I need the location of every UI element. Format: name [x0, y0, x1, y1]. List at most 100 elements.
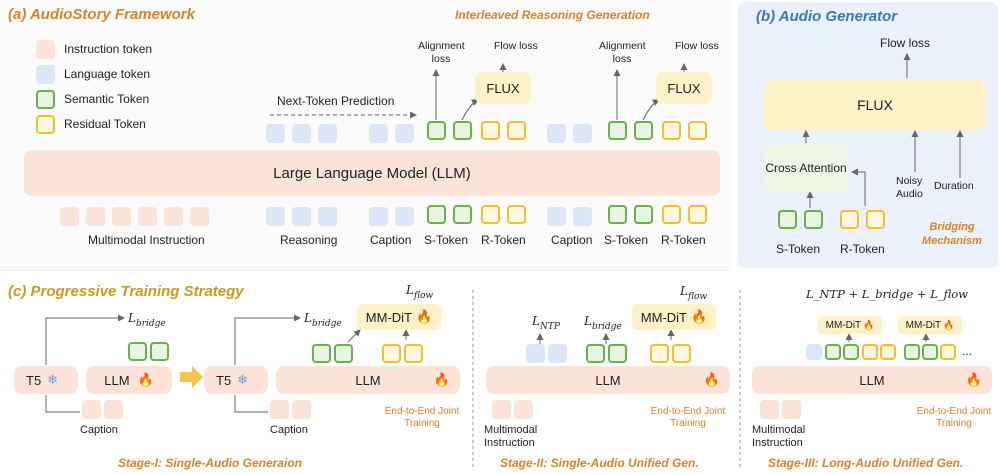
flow-loss-label: Flow loss — [494, 40, 538, 52]
lower-token — [112, 207, 131, 226]
r-token — [862, 344, 878, 360]
llm-label: LLM — [355, 372, 381, 388]
llm-label: LLM — [595, 372, 621, 388]
legend-swatch-semantic — [36, 90, 55, 109]
lower-token — [608, 205, 627, 224]
flame-icon: 🔥 — [863, 319, 875, 330]
lower-token — [507, 205, 526, 224]
mm-dit-box: MM-DiT 🔥 — [818, 316, 882, 334]
lower-token — [481, 205, 500, 224]
s-token — [312, 344, 331, 363]
mm-dit-label: MM-DiT — [905, 319, 942, 331]
lower-token — [573, 207, 592, 226]
mm-dit-box: MM-DiT 🔥 — [898, 316, 962, 334]
r-token — [382, 344, 401, 363]
r-token — [880, 344, 896, 360]
s-token — [608, 344, 627, 363]
input-token — [82, 400, 101, 419]
bridging-mechanism-label: Bridging Mechanism — [922, 221, 982, 247]
s-token — [904, 344, 920, 360]
mm-dit-label: MM-DiT — [365, 309, 413, 325]
caption-label: Caption — [370, 233, 412, 247]
lower-token — [453, 205, 472, 224]
flame-icon: 🔥 — [433, 372, 450, 387]
lower-token — [318, 207, 337, 226]
snowflake-icon: ❄ — [237, 372, 249, 387]
llm-box: LLM 🔥 — [752, 366, 992, 394]
stage-3-label: Stage-III: Long-Audio Unified Gen. — [768, 456, 964, 470]
mm-dit-label: MM-DiT — [640, 309, 688, 325]
l-flow-label: Lflow — [680, 284, 708, 303]
panel-a-title: (a) AudioStory Framework — [8, 6, 195, 23]
language-token — [806, 344, 822, 360]
legend-label-instruction: Instruction token — [64, 42, 153, 56]
upper-token — [427, 121, 446, 140]
input-token — [104, 400, 123, 419]
legend-swatch-residual — [36, 115, 55, 134]
flow-loss-label: Flow loss — [675, 40, 719, 52]
caption-label: Caption — [551, 233, 593, 247]
upper-token — [688, 121, 707, 140]
legend-label-semantic: Semantic Token — [64, 92, 150, 106]
s-token — [778, 210, 797, 229]
r-token — [650, 344, 669, 363]
cross-attention-box: Cross Attention — [764, 144, 848, 192]
language-token — [548, 344, 567, 363]
flame-icon: 🔥 — [703, 372, 720, 387]
lower-token — [86, 207, 105, 226]
legend-swatch-instruction — [36, 40, 55, 59]
s-token-label: S-Token — [604, 233, 649, 247]
llm-label: LLM — [859, 372, 885, 388]
s-token — [586, 344, 605, 363]
input-token — [292, 400, 311, 419]
duration-label: Duration — [934, 180, 974, 192]
panel-b-title: (b) Audio Generator — [756, 8, 898, 25]
lower-token — [190, 207, 209, 226]
snowflake-icon: ❄ — [47, 372, 59, 387]
flame-icon: 🔥 — [965, 372, 982, 387]
panel-c-title: (c) Progressive Training Strategy — [8, 283, 244, 300]
legend-label-residual: Residual Token — [64, 117, 146, 131]
end-to-end-note: End-to-End Joint Training — [650, 406, 726, 429]
upper-token — [662, 121, 681, 140]
lower-token — [688, 205, 707, 224]
mm-dit-box: MM-DiT 🔥 — [357, 304, 441, 330]
r-token — [866, 210, 885, 229]
upper-token — [395, 124, 414, 143]
upper-token — [318, 124, 337, 143]
alignment-loss-label: Alignment loss — [599, 40, 646, 65]
upper-token — [453, 121, 472, 140]
input-token — [270, 400, 289, 419]
flow-loss-label: Flow loss — [880, 36, 931, 50]
multimodal-instruction-label: Multimodal Instruction — [88, 233, 205, 247]
caption-label: Caption — [270, 424, 308, 436]
llm-label: LLM — [104, 372, 130, 388]
s-token — [843, 344, 859, 360]
reasoning-label: Reasoning — [280, 233, 338, 247]
stage-2-label: Stage-II: Single-Audio Unified Gen. — [500, 456, 699, 470]
stage-1-label: Stage-I: Single-Audio Generaion — [118, 456, 303, 470]
upper-token — [481, 121, 500, 140]
alignment-loss-label: Alignment loss — [418, 40, 465, 65]
multimodal-instruction-label: Multimodal Instruction — [484, 424, 538, 449]
input-token — [492, 400, 511, 419]
s-token — [128, 342, 147, 361]
s-token-label: S-Token — [424, 233, 469, 247]
r-token — [840, 210, 859, 229]
t5-box: T5 ❄ — [204, 366, 268, 394]
r-token — [940, 344, 956, 360]
lower-token — [369, 207, 388, 226]
flame-icon: 🔥 — [943, 319, 955, 330]
lower-token — [662, 205, 681, 224]
flame-icon: 🔥 — [416, 309, 433, 324]
upper-token — [573, 124, 592, 143]
language-token — [526, 344, 545, 363]
input-token — [760, 400, 779, 419]
lower-token — [634, 205, 653, 224]
l-ntp-label: LNTP — [532, 314, 560, 333]
flux-box: FLUX — [475, 72, 531, 104]
upper-token — [292, 124, 311, 143]
mm-dit-box: MM-DiT 🔥 — [632, 304, 716, 330]
r-token-label: R-Token — [481, 233, 526, 247]
ellipsis: ... — [962, 344, 973, 358]
